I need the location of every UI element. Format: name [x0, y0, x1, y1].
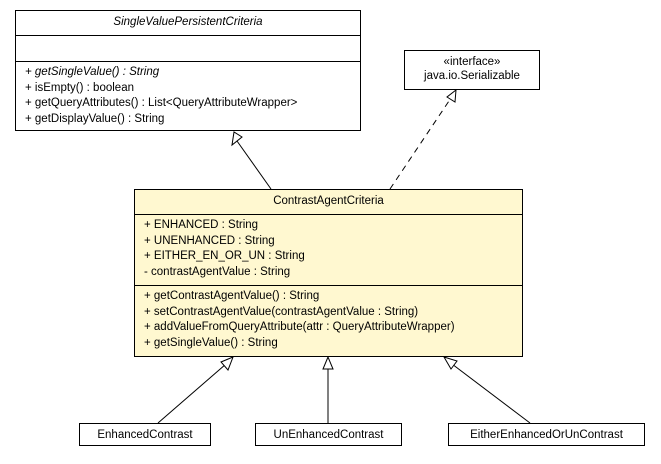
main-class-method: + addValueFromQueryAttribute(attr : Quer…	[144, 321, 455, 334]
main-class-name: ContrastAgentCriteria	[273, 195, 384, 207]
generalization-arrowhead-unenhanced	[322, 355, 334, 370]
generalization-arrowhead-superclass	[231, 131, 243, 147]
main-class-box[interactable]: ContrastAgentCriteria + ENHANCED : Strin…	[134, 189, 523, 357]
interface-stereotype: «interface»	[443, 56, 501, 68]
subclass-unenhanced-box[interactable]: UnEnhancedContrast	[255, 423, 402, 446]
main-class-method: + getContrastAgentValue() : String	[144, 290, 320, 302]
main-class-name-section: ContrastAgentCriteria	[135, 190, 522, 214]
generalization-edge-either	[451, 363, 531, 424]
realization-edge-main-to-interface	[389, 97, 452, 190]
main-class-method: + setContrastAgentValue(contrastAgentVal…	[144, 305, 419, 318]
realization-arrowhead-interface	[446, 88, 457, 103]
superclass-box[interactable]: SingleValuePersistentCriteria + getSingl…	[15, 10, 361, 131]
subclass-enhanced-name: EnhancedContrast	[97, 429, 193, 441]
subclass-unenhanced-name: UnEnhancedContrast	[273, 429, 384, 441]
generalization-arrowhead-either	[442, 356, 458, 370]
superclass-method: + getSingleValue() : String	[25, 66, 160, 78]
main-class-attribute: - contrastAgentValue : String	[144, 266, 291, 279]
main-class-attribute: + ENHANCED : String	[144, 219, 259, 231]
subclass-either-box[interactable]: EitherEnhancedOrUnContrast	[448, 423, 645, 446]
interface-name: java.io.Serializable	[424, 70, 520, 82]
main-class-attribute: + EITHER_EN_OR_UN : String	[144, 250, 305, 263]
main-class-method: + getSingleValue() : String	[144, 337, 278, 350]
superclass-attributes-section	[16, 35, 360, 61]
generalization-edge-enhanced	[157, 363, 227, 424]
superclass-name-section: SingleValuePersistentCriteria	[16, 11, 360, 35]
subclass-enhanced-box[interactable]: EnhancedContrast	[79, 423, 211, 446]
main-class-attributes-section: + ENHANCED : String + UNENHANCED : Strin…	[135, 214, 522, 285]
superclass-method: + isEmpty() : boolean	[25, 81, 134, 94]
superclass-name: SingleValuePersistentCriteria	[113, 16, 263, 28]
main-class-methods-section: + getContrastAgentValue() : String + set…	[135, 285, 522, 356]
generalization-edge-main-to-superclass	[236, 140, 272, 190]
superclass-methods-section: + getSingleValue() : String + isEmpty() …	[16, 61, 360, 130]
subclass-either-name: EitherEnhancedOrUnContrast	[470, 429, 623, 441]
superclass-method: + getQueryAttributes() : List<QueryAttri…	[25, 97, 298, 110]
main-class-attribute: + UNENHANCED : String	[144, 234, 275, 247]
superclass-method: + getDisplayValue() : String	[25, 113, 165, 126]
generalization-arrowhead-enhanced	[220, 356, 234, 371]
interface-box[interactable]: «interface» java.io.Serializable	[404, 50, 540, 90]
